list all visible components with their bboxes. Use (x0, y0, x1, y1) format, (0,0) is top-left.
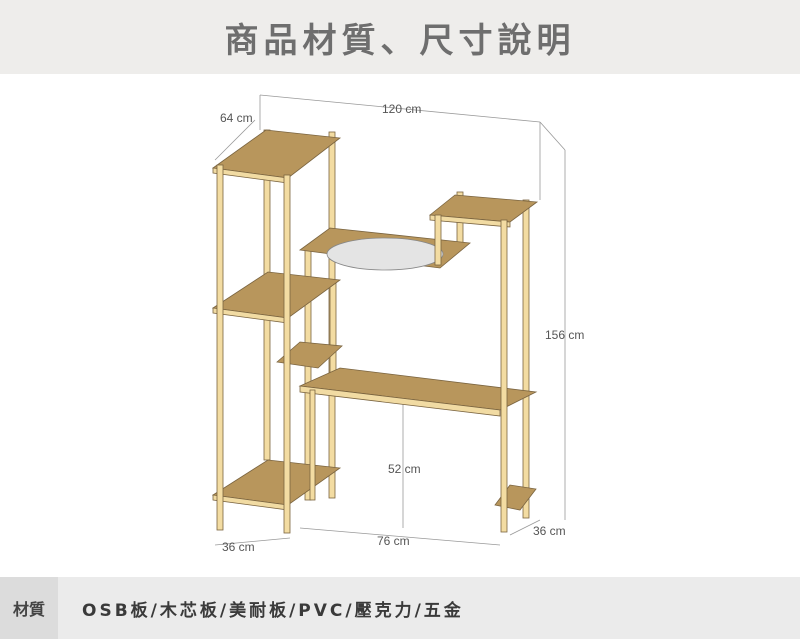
dim-depth-bottom-right: 36 cm (533, 524, 566, 538)
dimension-lines (214, 94, 566, 546)
material-label: 材質 (0, 577, 58, 639)
dim-depth-top: 64 cm (220, 111, 253, 125)
dim-depth-bottom-left: 36 cm (222, 540, 255, 554)
dim-inner-height: 52 cm (388, 462, 421, 476)
dim-height: 156 cm (545, 328, 584, 342)
page-title: 商品材質、尺寸說明 (224, 20, 576, 61)
shelf-diagram: 64 cm 120 cm 156 cm 52 cm 36 cm 76 cm 36… (0, 74, 800, 577)
shelf-structure (211, 129, 539, 534)
material-row: 材質 OSB板/木芯板/美耐板/PVC/壓克力/五金 (0, 577, 800, 639)
dim-width-bottom: 76 cm (377, 534, 410, 548)
header: 商品材質、尺寸說明 (0, 0, 800, 74)
material-value: OSB板/木芯板/美耐板/PVC/壓克力/五金 (82, 600, 464, 621)
dim-width-top: 120 cm (382, 102, 421, 116)
